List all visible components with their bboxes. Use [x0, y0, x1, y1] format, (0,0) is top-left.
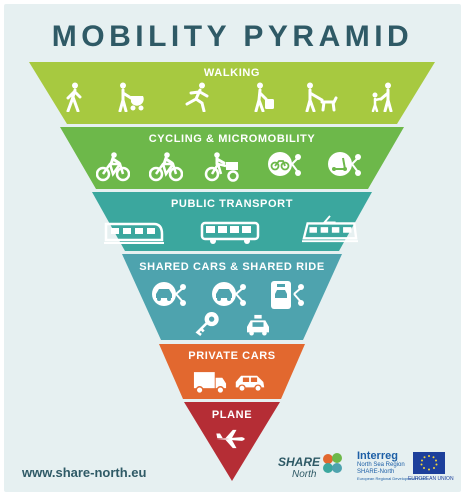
interreg-region: North Sea Region — [357, 462, 405, 468]
page-title: MOBILITY PYRAMID — [51, 20, 414, 53]
share-logo-mark-icon — [323, 453, 342, 473]
level-walking: WALKING — [29, 62, 435, 124]
eu-caption: EUROPEAN UNION — [408, 476, 454, 482]
level-shared-cars-label: SHARED CARS & SHARED RIDE — [139, 261, 325, 273]
website-link[interactable]: www.share-north.eu — [22, 465, 147, 480]
share-logo-title: SHARE — [278, 455, 321, 469]
level-cycling-band — [60, 127, 404, 189]
level-plane-label: PLANE — [212, 409, 252, 421]
level-cycling-label: CYCLING & MICROMOBILITY — [149, 133, 316, 145]
level-walking-label: WALKING — [204, 67, 260, 79]
interreg-logo: Interreg North Sea Region SHARE-North Eu… — [357, 450, 427, 486]
level-public-transport-label: PUBLIC TRANSPORT — [171, 198, 293, 210]
share-logo-subtitle: North — [292, 469, 317, 480]
share-north-logo: SHARE North — [278, 449, 348, 485]
interreg-title: Interreg — [357, 450, 398, 462]
level-private-cars-label: PRIVATE CARS — [188, 350, 275, 362]
level-public-transport: PUBLIC TRANSPORT — [92, 192, 372, 251]
level-shared-cars: SHARED CARS & SHARED RIDE — [122, 254, 342, 340]
level-private-cars: PRIVATE CARS — [159, 344, 305, 399]
interreg-project: SHARE-North — [357, 469, 395, 475]
eu-flag-icon — [413, 452, 445, 474]
interreg-fund: European Regional Development Fund — [357, 476, 427, 481]
level-cycling: CYCLING & MICROMOBILITY — [60, 127, 404, 189]
level-plane: PLANE — [184, 402, 280, 481]
